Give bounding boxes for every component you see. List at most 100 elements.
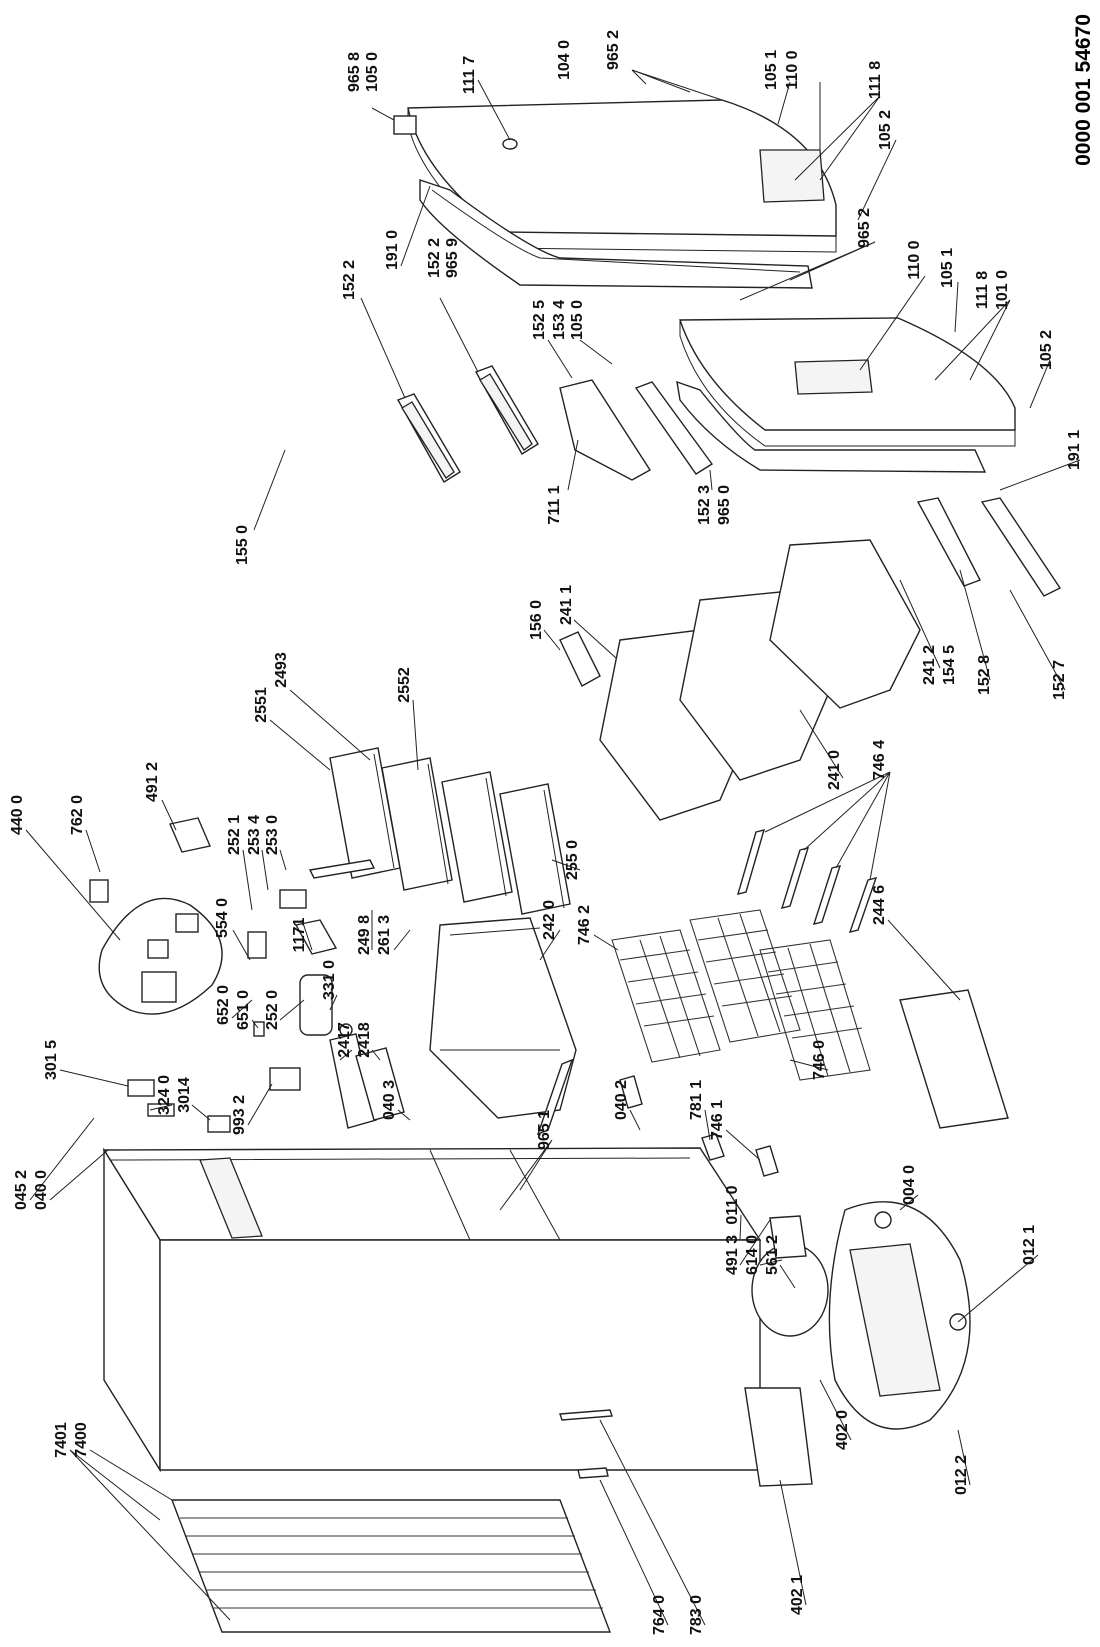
part-callout: 191 0 [384,230,401,270]
condenser [170,1499,612,1633]
part-callout: 2418 [356,1022,373,1058]
part-callout: 746 1 [709,1100,726,1140]
part-callout: 045 2 [13,1170,30,1210]
part-callout: 301 5 [43,1040,60,1080]
part-callout: 711 1 [546,485,563,524]
part-callout: 7400 [73,1422,90,1458]
part-callout: 402 0 [834,1410,851,1450]
part-callout: 491 2 [144,762,161,802]
part-callout: 783 0 [688,1595,705,1635]
part-callout: 2493 [273,652,290,688]
part-callout: 152 2 [341,260,358,300]
part-callout: 993 2 [231,1095,248,1135]
part-callout: 746 2 [576,905,593,945]
part-callout: 965 1 [536,1110,553,1150]
part-callout: 331 0 [321,960,338,1000]
part-callout: 491 3 [724,1235,741,1275]
part-callout: 111 8 [867,61,884,99]
compressor-group [744,1201,971,1487]
crisper-drawer [429,917,577,1119]
part-callout: 153 4 [551,300,568,340]
part-callout: 252 1 [226,815,243,855]
part-callout: 781 1 [688,1080,705,1120]
door-bins [396,365,1062,597]
lower-door-gasket [676,380,987,473]
part-callout: 2417 [336,1022,353,1058]
part-callout: 614 0 [744,1235,761,1275]
part-callout: 040 2 [613,1080,630,1120]
evaporator-grids [611,909,871,1081]
part-callout: 105 0 [364,52,381,92]
part-callout: 253 4 [246,815,263,855]
document-id: 0000 001 54670 [1072,14,1095,166]
part-callout: 104 0 [556,40,573,80]
leader-lines [25,69,1081,1626]
part-callout: 241 2 [921,645,938,685]
part-callout: 651 0 [235,990,252,1030]
part-callout: 2551 [253,687,270,723]
freezer-drawers [559,539,921,821]
part-callout: 7401 [53,1422,70,1458]
part-callout: 241 1 [558,585,575,625]
part-callout: 561 2 [764,1235,781,1275]
part-callout: 155 0 [234,525,251,565]
upper-door-gasket [419,179,813,289]
tubes [559,1409,613,1479]
part-callout: 011 0 [724,1185,741,1224]
part-callout: 965 2 [856,208,873,248]
lower-door [679,317,1016,447]
part-callout: 402 1 [789,1575,806,1615]
part-callout: 004 0 [901,1165,918,1205]
part-callout: 252 0 [264,990,281,1030]
part-callout: 2552 [396,667,413,703]
part-callout: 012 1 [1021,1225,1038,1265]
part-callout: 764 0 [651,1595,668,1635]
part-callout: 965 0 [716,485,733,525]
part-callout: 105 1 [763,50,780,90]
part-callout: 040 3 [381,1080,398,1120]
part-callout: 110 0 [784,50,801,89]
part-callout: 965 8 [346,52,363,92]
upper-door [393,99,837,253]
part-callout: 152 5 [531,300,548,340]
part-callout: 249 8 [356,915,373,955]
part-callout: 111 8 [974,271,991,309]
part-callout: 762 0 [69,795,86,835]
part-callout: 746 0 [811,1040,828,1080]
glass-shelves [308,747,571,915]
part-callout: 040 0 [33,1170,50,1210]
part-callout: 152 2 [426,238,443,278]
part-callout: 152 8 [976,655,993,695]
part-callout: 154 5 [941,645,958,685]
part-callout: 242 0 [541,900,558,940]
part-callout: 3014 [176,1077,193,1113]
cabinet [102,1147,762,1473]
part-callout: 255 0 [564,840,581,880]
part-callout: 261 3 [376,915,393,955]
part-callout: 111 7 [461,56,478,94]
part-callout: 105 2 [1038,330,1055,370]
part-callout: 110 0 [906,240,923,279]
part-callout: 244 6 [871,885,888,925]
part-callout: 652 0 [215,985,232,1025]
part-callout: 156 0 [528,600,545,640]
part-callout: 105 0 [569,300,586,340]
part-callout: 101 0 [994,270,1011,310]
part-callout: 965 9 [444,238,461,278]
part-callout: 152 3 [696,485,713,525]
part-callout: 152 7 [1051,660,1068,700]
part-callout: 440 0 [9,795,26,835]
part-callout: 746 4 [871,740,888,780]
part-callout: 554 0 [214,898,231,938]
control-module-group [89,817,353,1037]
drawer-rails [736,829,878,933]
part-callout: 012 2 [953,1455,970,1495]
part-callout: 1171 [291,918,308,953]
part-callout: 253 0 [264,815,281,855]
part-callout: 105 2 [877,110,894,150]
part-callout: 965 2 [605,30,622,70]
part-callout: 105 1 [939,248,956,288]
part-callout: 191 1 [1066,430,1083,470]
